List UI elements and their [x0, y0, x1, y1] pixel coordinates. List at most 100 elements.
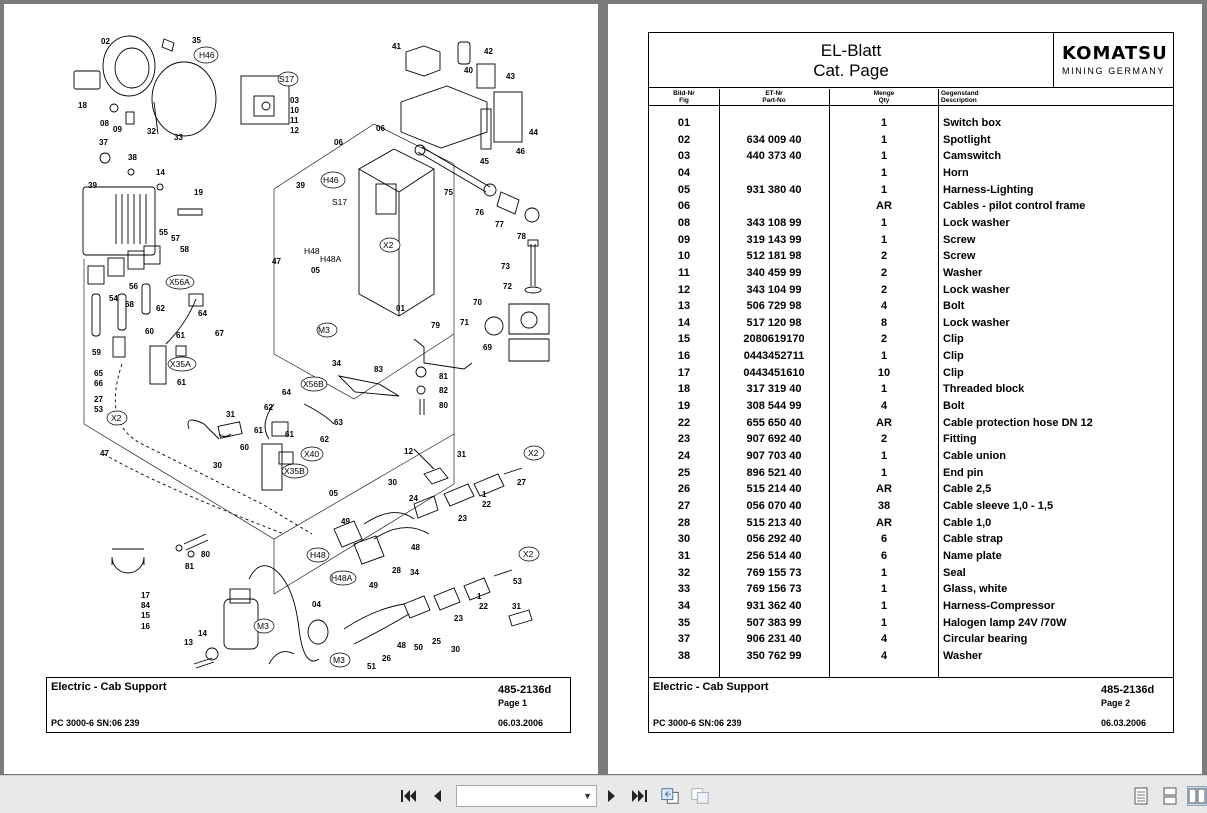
cell-description: Bolt — [943, 400, 965, 413]
callout-label: 23 — [458, 514, 467, 523]
sheet-subtitle: Cat. Page — [813, 61, 889, 80]
parts-list-sheet: EL-Blatt Cat. Page KOMATSU MINING GERMAN… — [648, 32, 1174, 680]
page-footer: Electric - Cab Support 485-2136d Page 2 … — [648, 677, 1174, 733]
callout-label: 60 — [240, 443, 249, 452]
cell-qty: 4 — [880, 400, 888, 413]
next-page-button[interactable] — [602, 786, 622, 806]
cell-part-no: 440 373 40 — [746, 150, 802, 163]
previous-page-button[interactable] — [427, 786, 447, 806]
cell-description: Halogen lamp 24V /70W — [943, 616, 1067, 629]
cell-fig: 09 — [677, 233, 691, 246]
cell-part-no: 512 181 98 — [746, 250, 802, 263]
callout-label: M3 — [318, 325, 330, 335]
cell-qty: AR — [876, 516, 892, 529]
callout-label: H46 — [323, 175, 339, 185]
footer-date: 06.03.2006 — [498, 718, 544, 728]
callout-label: 30 — [451, 645, 460, 654]
callout-label: 08 — [100, 119, 109, 128]
cell-description: Clip — [943, 333, 964, 346]
go-forward-view-button[interactable] — [690, 786, 710, 806]
cell-part-no: 515 214 40 — [746, 483, 802, 496]
cell-fig: 31 — [677, 549, 691, 562]
document-viewer[interactable]: 02 35 H46 18 08 09 32 33 37 38 14 39 19 … — [0, 0, 1207, 775]
callout-label: X56B — [303, 379, 324, 389]
continuous-view-button[interactable] — [1160, 786, 1180, 806]
cell-qty: 1 — [880, 233, 888, 246]
callout-label: 49 — [341, 517, 350, 526]
callout-label: 66 — [94, 379, 103, 388]
cell-part-no: 906 231 40 — [746, 633, 802, 646]
callout-label: 42 — [484, 47, 493, 56]
callout-label: 14 — [156, 168, 165, 177]
callout-label: X35B — [284, 466, 305, 476]
first-page-button[interactable] — [398, 786, 418, 806]
callout-label: 70 — [473, 298, 482, 307]
callout-label: 53 — [94, 405, 103, 414]
footer-doc-number: 485-2136d — [498, 684, 552, 696]
facing-pages-view-button[interactable] — [1187, 786, 1207, 806]
cell-fig: 18 — [677, 383, 691, 396]
callout-label: 33 — [174, 133, 183, 142]
callout-label: 34 — [332, 359, 341, 368]
callout-label: 1 — [477, 592, 482, 601]
cell-fig: 35 — [677, 616, 691, 629]
cell-part-no: 340 459 99 — [746, 266, 802, 279]
cell-qty: 1 — [880, 599, 888, 612]
callout-label: 22 — [479, 602, 488, 611]
cell-description: Cables - pilot control frame — [943, 200, 1086, 213]
callout-label: 47 — [272, 257, 281, 266]
cell-description: Switch box — [943, 117, 1002, 129]
callout-label: 34 — [410, 568, 419, 577]
callout-label: 79 — [431, 321, 440, 330]
cell-fig: 22 — [677, 416, 691, 429]
cell-qty: 10 — [877, 366, 891, 379]
cell-fig: 26 — [677, 483, 691, 496]
cell-qty: 38 — [877, 499, 891, 512]
cell-description: Spotlight — [943, 133, 991, 146]
callout-label: 62 — [264, 403, 273, 412]
callout-label: 01 — [396, 304, 405, 313]
cell-fig: 10 — [677, 250, 691, 263]
cell-fig: 38 — [677, 649, 691, 662]
footer-page-number: Page 2 — [1101, 698, 1131, 708]
callout-label: 30 — [213, 461, 222, 470]
callout-label: 62 — [320, 435, 329, 444]
cell-part-no: 931 380 40 — [746, 183, 802, 196]
callout-label: 53 — [513, 577, 522, 586]
cell-description: Camswitch — [943, 150, 1002, 163]
single-page-view-button[interactable] — [1131, 786, 1151, 806]
callout-label: 39 — [296, 181, 305, 190]
cell-description: Washer — [943, 649, 983, 662]
last-page-button[interactable] — [630, 786, 650, 806]
cell-description: Harness-Compressor — [943, 599, 1055, 612]
cell-part-no: 506 729 98 — [746, 300, 802, 313]
cell-fig: 33 — [677, 583, 691, 596]
page-1: 02 35 H46 18 08 09 32 33 37 38 14 39 19 … — [4, 4, 598, 774]
callout-label: 30 — [388, 478, 397, 487]
callout-label: 27 — [517, 478, 526, 487]
callout-label: 22 — [482, 500, 491, 509]
callout-label: X40 — [304, 449, 319, 459]
callout-label: 26 — [382, 654, 391, 663]
callout-label: 06 — [334, 138, 343, 147]
continuous-pages-icon — [1163, 787, 1177, 805]
cell-part-no: 350 762 99 — [746, 649, 802, 662]
cell-part-no: 2080619170 — [743, 333, 805, 346]
page-select[interactable]: ▼ — [456, 785, 597, 807]
cell-description: Horn — [943, 166, 969, 179]
callout-label: S17 — [332, 197, 347, 207]
cell-part-no: 308 544 99 — [746, 400, 802, 413]
cell-description: Cable union — [943, 450, 1006, 462]
callout-label: 04 — [312, 600, 321, 609]
callout-label: 62 — [156, 304, 165, 313]
go-back-view-button[interactable] — [660, 786, 680, 806]
cell-fig: 30 — [677, 533, 691, 546]
cell-fig: 24 — [677, 450, 691, 462]
callout-label: 78 — [517, 232, 526, 241]
